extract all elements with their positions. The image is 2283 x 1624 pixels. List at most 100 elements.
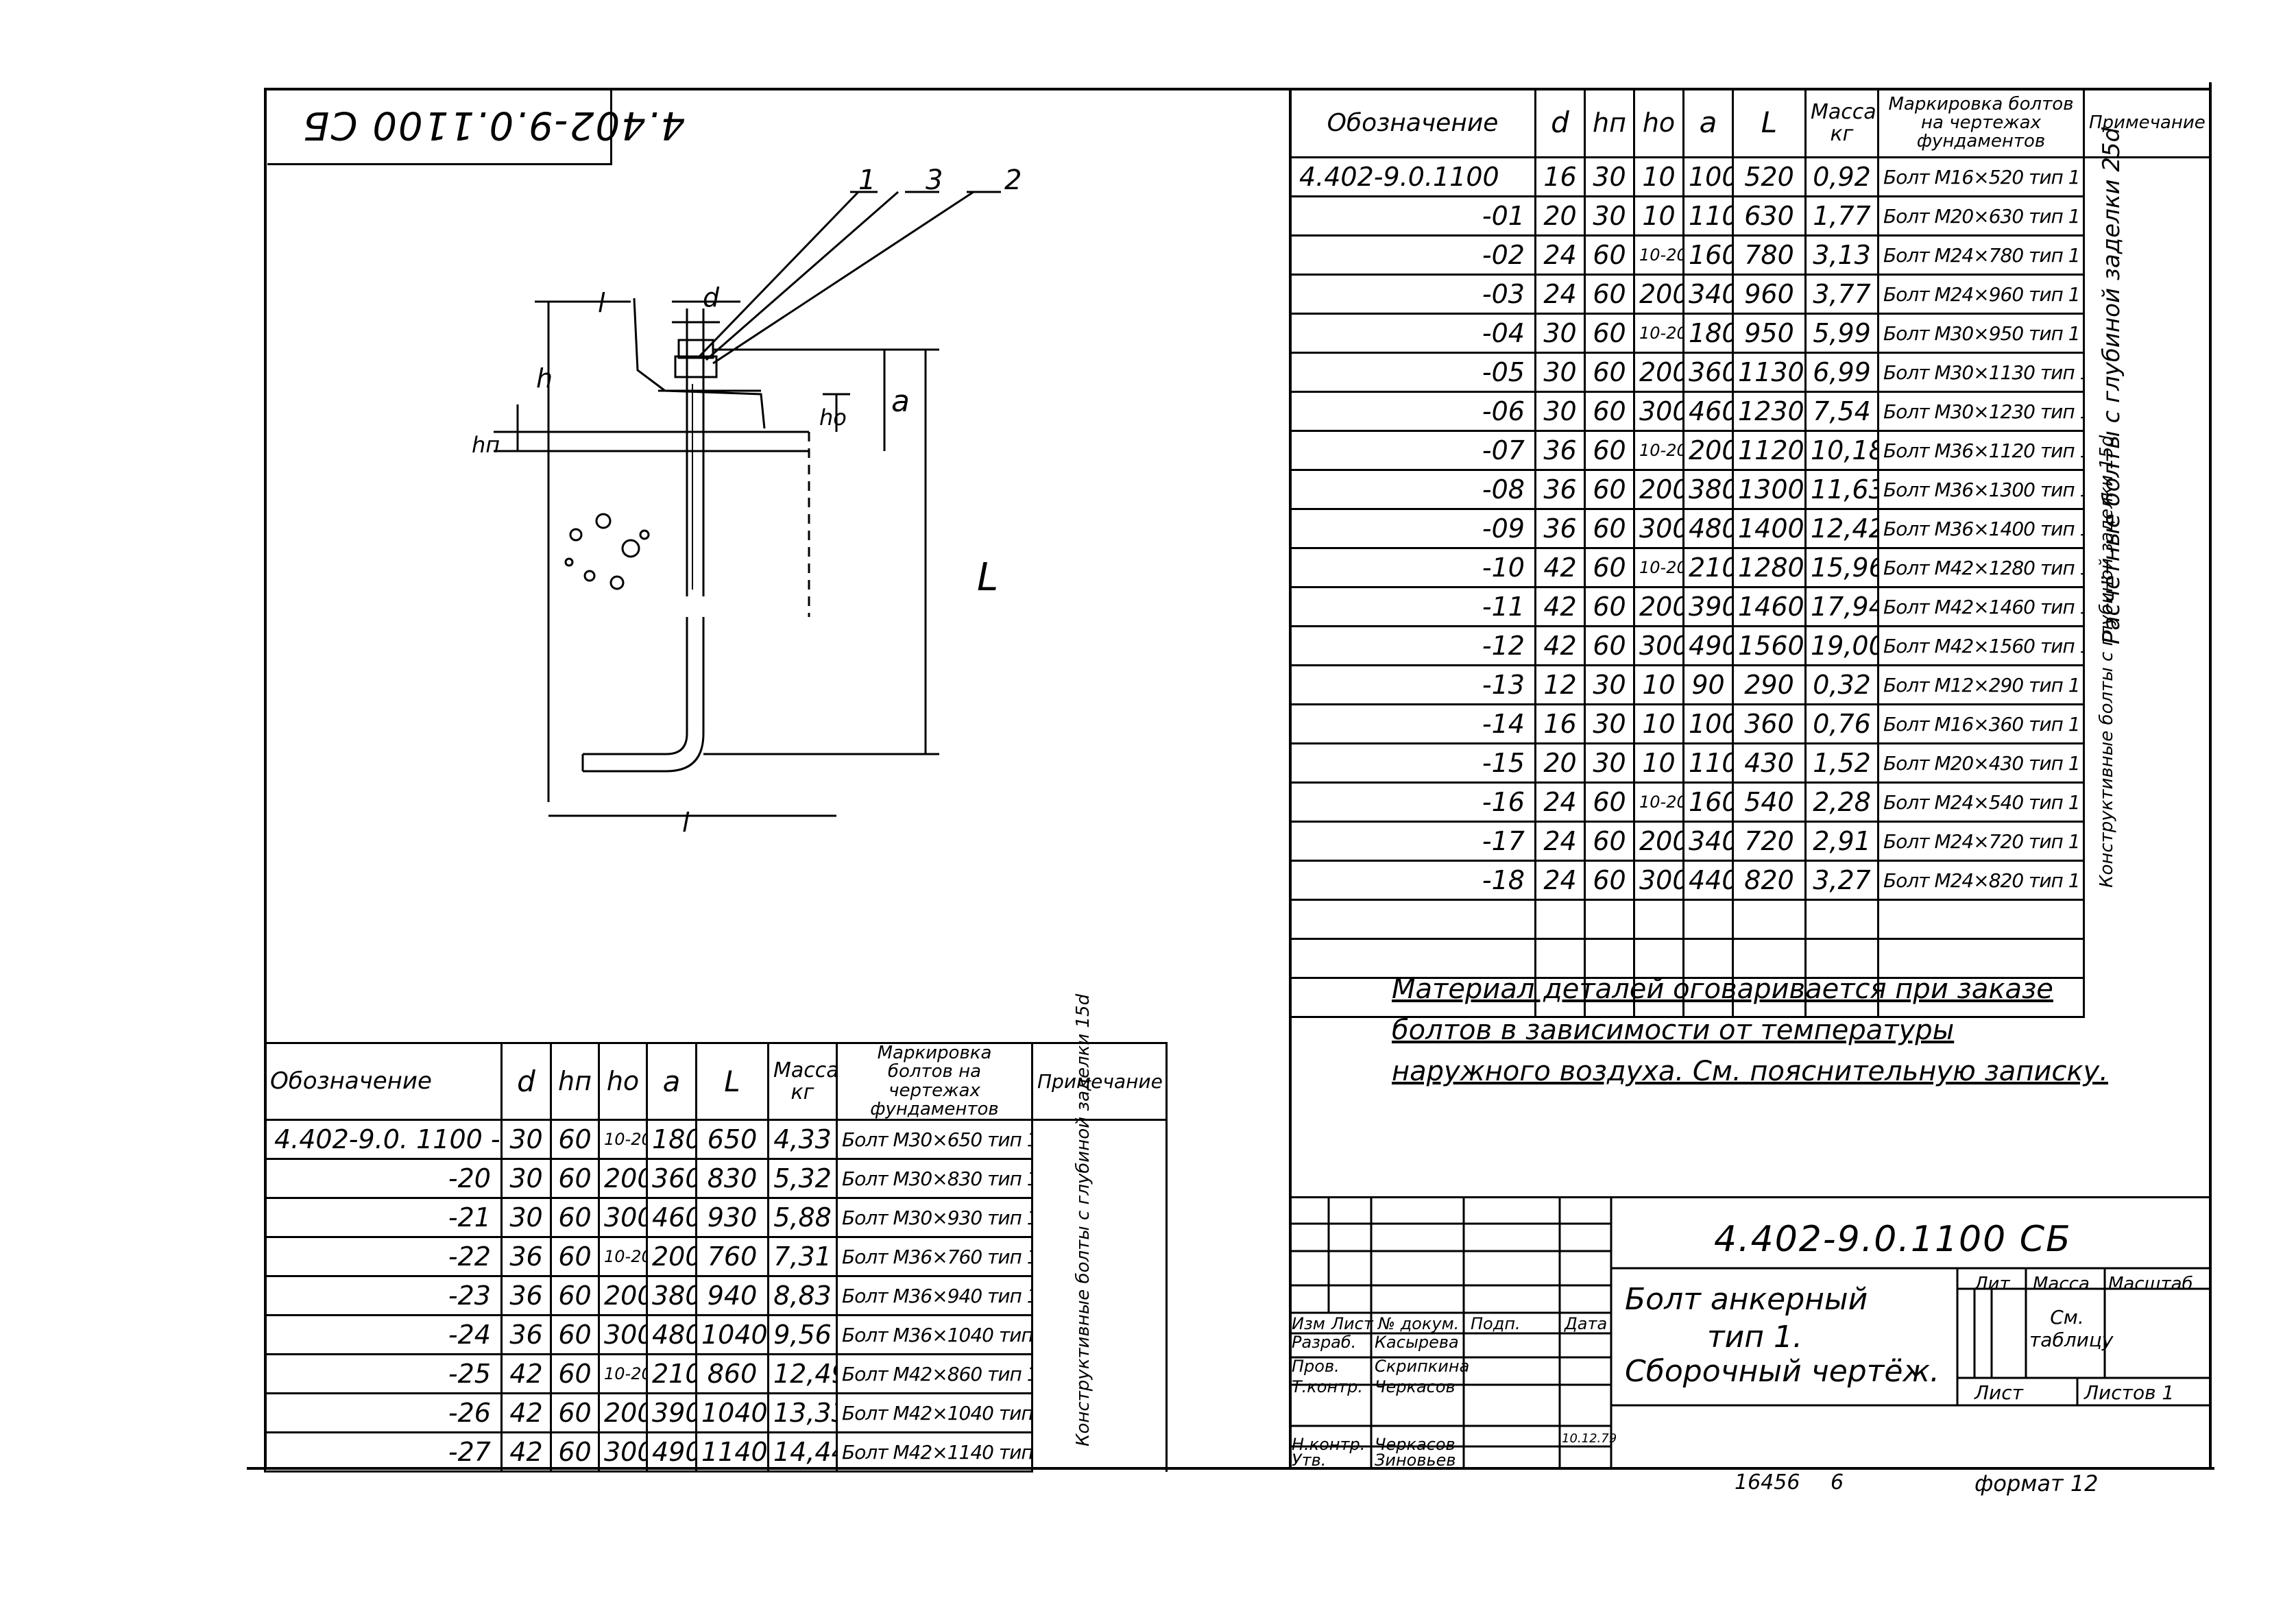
main-cell-note bbox=[2083, 391, 2211, 431]
header-designation: Обозначение bbox=[1289, 88, 1536, 158]
left-cell-d: 30 bbox=[500, 1119, 552, 1161]
main-cell-L: 520 bbox=[1732, 156, 1807, 197]
left-cell-m: 12,49 bbox=[767, 1353, 838, 1395]
title-mass-value: См. таблицу bbox=[2029, 1306, 2114, 1351]
main-cell-ho: 200 bbox=[1633, 586, 1684, 627]
main-cell-hn: 60 bbox=[1584, 313, 1635, 354]
main-cell-note bbox=[2083, 548, 2211, 587]
main-cell-d: 42 bbox=[1534, 547, 1586, 588]
note-group-2: Конструктивные болты с глубиной заделки … bbox=[2097, 435, 2117, 888]
left-cell-m: 8,83 bbox=[767, 1275, 838, 1317]
left-cell-hn: 60 bbox=[550, 1314, 600, 1356]
main-cell-note bbox=[2083, 665, 2211, 705]
left-cell-d: 42 bbox=[500, 1392, 552, 1434]
main-cell-m: 17,94 bbox=[1804, 586, 1879, 627]
left-cell-d: 42 bbox=[500, 1353, 552, 1395]
left-cell-m: 13,33 bbox=[767, 1392, 838, 1434]
main-cell-hn: 60 bbox=[1584, 234, 1635, 276]
left-cell-a: 490 bbox=[646, 1431, 697, 1473]
main-cell-m: 1,52 bbox=[1804, 742, 1879, 784]
main-cell-des: -08 bbox=[1289, 469, 1536, 510]
table-row: -274260300490114014,44Болт М42×1140 тип … bbox=[264, 1431, 1168, 1473]
left-cell-hn: 60 bbox=[550, 1275, 600, 1317]
main-cell-hn: 60 bbox=[1584, 547, 1635, 588]
left-cell-note bbox=[1031, 1119, 1168, 1159]
main-cell-empty bbox=[1732, 938, 1807, 979]
main-cell-empty bbox=[1682, 977, 1734, 1018]
left-cell-ho: 300 bbox=[598, 1314, 648, 1356]
main-cell-a: 160 bbox=[1682, 781, 1734, 823]
title-person-name: Черкасов bbox=[1375, 1435, 1455, 1454]
title-mass: Масса bbox=[2033, 1274, 2090, 1294]
main-cell-des: -13 bbox=[1289, 664, 1536, 705]
main-cell-mark: Болт М16×520 тип 1 bbox=[1877, 156, 2085, 197]
main-cell-L: 780 bbox=[1732, 234, 1807, 276]
left-cell-note bbox=[1031, 1315, 1168, 1355]
left-cell-des: -27 bbox=[264, 1431, 503, 1473]
left-cell-hn: 60 bbox=[550, 1392, 600, 1434]
left-cell-a: 200 bbox=[646, 1236, 697, 1278]
main-cell-des: -11 bbox=[1289, 586, 1536, 627]
main-cell-a: 110 bbox=[1682, 195, 1734, 237]
leader-label-2: 2 bbox=[1004, 165, 1022, 196]
main-cell-a: 480 bbox=[1682, 508, 1734, 549]
main-cell-des: -07 bbox=[1289, 430, 1536, 471]
main-cell-empty bbox=[1682, 899, 1734, 940]
main-cell-m: 19,00 bbox=[1804, 625, 1879, 666]
left-cell-L: 650 bbox=[695, 1119, 769, 1161]
main-cell-des: -10 bbox=[1289, 547, 1536, 588]
material-note-line-2: болтов в зависимости от температуры bbox=[1392, 1015, 1955, 1046]
title-sheet: Лист bbox=[1974, 1381, 2023, 1404]
main-cell-hn: 60 bbox=[1584, 821, 1635, 862]
main-cell-d: 42 bbox=[1534, 586, 1586, 627]
dim-label-d: d bbox=[703, 282, 720, 313]
main-cell-hn: 60 bbox=[1584, 508, 1635, 549]
main-cell-empty bbox=[1289, 938, 1536, 979]
left-cell-des: -24 bbox=[264, 1314, 503, 1356]
dim-label-l-top: l bbox=[598, 288, 605, 318]
main-cell-note bbox=[2083, 196, 2211, 236]
left-header-note: Примечание bbox=[1031, 1041, 1168, 1122]
main-cell-d: 20 bbox=[1534, 742, 1586, 784]
main-cell-a: 380 bbox=[1682, 469, 1734, 510]
main-cell-des: -09 bbox=[1289, 508, 1536, 549]
main-cell-empty bbox=[1732, 977, 1807, 1018]
main-cell-a: 90 bbox=[1682, 664, 1734, 705]
left-cell-d: 30 bbox=[500, 1158, 552, 1200]
main-cell-L: 720 bbox=[1732, 821, 1807, 862]
dim-label-l-bottom: l bbox=[682, 808, 690, 838]
main-cell-mark: Болт М30×1130 тип 1 bbox=[1877, 352, 2085, 393]
main-cell-hn: 60 bbox=[1584, 860, 1635, 901]
bolt-spec-table-continuation: Обозначение d hп hо a L Масса кг Маркиро… bbox=[264, 1041, 1168, 1473]
main-cell-m: 5,99 bbox=[1804, 313, 1879, 354]
title-block-grid bbox=[1289, 1196, 2209, 1467]
main-cell-empty bbox=[1877, 899, 2085, 940]
left-cell-mark: Болт М30×650 тип 1 bbox=[836, 1119, 1033, 1161]
main-cell-hn: 30 bbox=[1584, 156, 1635, 197]
main-cell-empty bbox=[1633, 938, 1684, 979]
left-cell-mark: Болт М30×830 тип 1 bbox=[836, 1158, 1033, 1200]
main-cell-mark: Болт М24×780 тип 1 bbox=[1877, 234, 2085, 276]
left-cell-d: 30 bbox=[500, 1197, 552, 1239]
main-cell-m: 0,76 bbox=[1804, 703, 1879, 744]
main-cell-a: 200 bbox=[1682, 430, 1734, 471]
frame-right bbox=[2209, 82, 2212, 1470]
main-cell-ho: 10 bbox=[1633, 703, 1684, 744]
left-cell-des: -23 bbox=[264, 1275, 503, 1317]
left-cell-m: 9,56 bbox=[767, 1314, 838, 1356]
main-cell-empty bbox=[1534, 899, 1586, 940]
main-cell-empty bbox=[1289, 899, 1536, 940]
main-cell-m: 3,13 bbox=[1804, 234, 1879, 276]
main-cell-d: 24 bbox=[1534, 860, 1586, 901]
frame-top bbox=[264, 88, 2211, 90]
main-cell-a: 360 bbox=[1682, 352, 1734, 393]
left-cell-note bbox=[1031, 1159, 1168, 1198]
left-cell-des: -25 bbox=[264, 1353, 503, 1395]
left-cell-hn: 60 bbox=[550, 1236, 600, 1278]
